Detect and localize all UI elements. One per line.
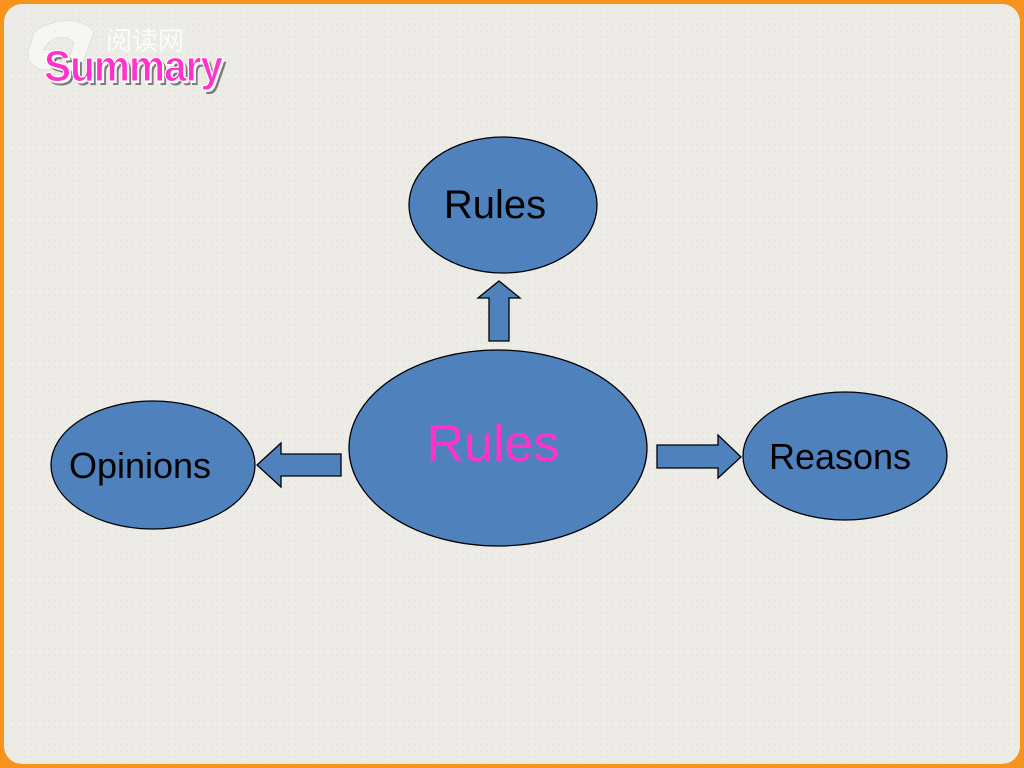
node-center (348, 349, 648, 547)
watermark-text: 阅读网 (106, 27, 184, 57)
node-left-label: Opinions (69, 445, 211, 486)
left-arrow-icon (256, 441, 342, 489)
node-right-label: Reasons (769, 436, 911, 477)
node-top-label: Rules (444, 183, 546, 227)
node-center-label: Rules (427, 415, 560, 473)
node-top (408, 136, 598, 274)
slide-title: Summary (44, 42, 224, 92)
watermark-logo: 阅读网 (27, 20, 184, 83)
node-left (50, 400, 256, 530)
slide: 阅读网 Summary Rules Rules Opinions Reasons (4, 4, 1020, 764)
node-right (742, 391, 948, 521)
right-arrow-icon (656, 433, 742, 480)
up-arrow-icon (476, 280, 522, 342)
concept-diagram: Rules Rules Opinions Reasons (50, 136, 948, 547)
